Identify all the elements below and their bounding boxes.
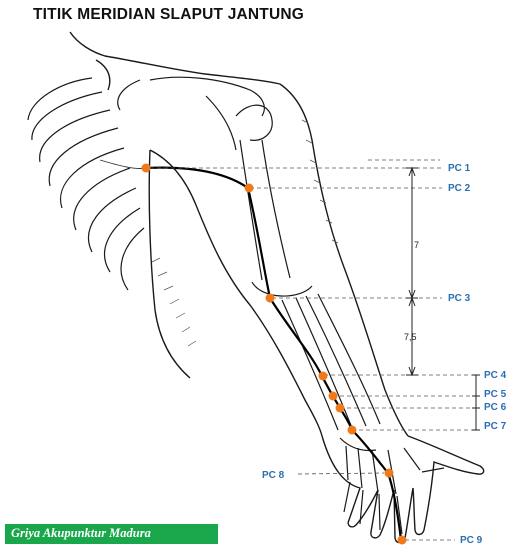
rib-cage bbox=[28, 78, 144, 290]
label-pc6: PC 6 bbox=[484, 402, 507, 413]
measurement-upper-arm: 7 bbox=[414, 240, 419, 250]
meridian-line bbox=[146, 168, 401, 540]
label-pc9: PC 9 bbox=[460, 535, 483, 546]
label-pc4: PC 4 bbox=[484, 370, 507, 381]
label-pc5: PC 5 bbox=[484, 389, 507, 400]
point-pc9 bbox=[398, 536, 407, 545]
label-pc3: PC 3 bbox=[448, 293, 471, 304]
point-pc2 bbox=[245, 184, 254, 193]
label-pc1: PC 1 bbox=[448, 163, 471, 174]
pc8-leader bbox=[298, 473, 384, 474]
reference-lines bbox=[150, 168, 480, 540]
measurement-forearm: 7,5 bbox=[404, 332, 417, 342]
label-pc7: PC 7 bbox=[484, 421, 507, 432]
point-pc5 bbox=[329, 392, 338, 401]
point-pc6 bbox=[336, 404, 345, 413]
point-pc4 bbox=[319, 372, 328, 381]
forearm-bones bbox=[282, 294, 380, 430]
watermark-text: Griya Akupunktur Madura bbox=[11, 526, 151, 541]
point-pc1 bbox=[142, 164, 151, 173]
label-pc2: PC 2 bbox=[448, 183, 471, 194]
shading bbox=[152, 120, 338, 346]
acupuncture-points bbox=[142, 164, 407, 545]
point-pc7 bbox=[348, 426, 357, 435]
shoulder-bones bbox=[100, 77, 272, 168]
point-pc8 bbox=[385, 469, 394, 478]
point-pc3 bbox=[266, 294, 275, 303]
body-outline bbox=[70, 32, 484, 543]
watermark-banner: Griya Akupunktur Madura bbox=[5, 524, 218, 544]
humerus bbox=[240, 140, 312, 296]
label-pc8: PC 8 bbox=[262, 470, 285, 481]
